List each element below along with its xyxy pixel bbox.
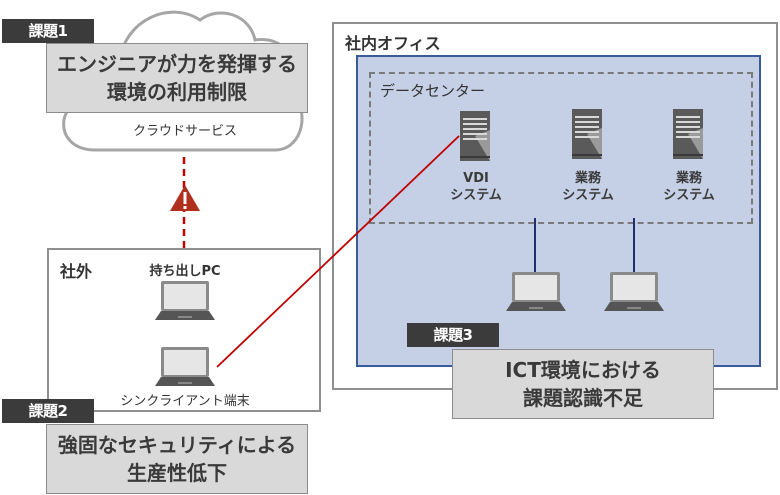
cloud-service-label: クラウドサービス <box>132 124 237 139</box>
server-label-vdi: VDI システム <box>436 170 516 204</box>
issue-3-line-2: 課題認識不足 <box>523 386 643 410</box>
server-icon <box>572 109 602 159</box>
server-label-line-2: システム <box>450 188 502 203</box>
issue-3-box: ICT環境における 課題認識不足 <box>452 349 714 419</box>
portable-pc-label: 持ち出しPC <box>149 264 221 279</box>
issue-2-line-2: 生産性低下 <box>127 461 227 485</box>
external-zone-label: 社外 <box>60 262 93 281</box>
office-lan-area <box>356 55 761 367</box>
server-label-line-1: VDI <box>463 171 489 186</box>
datacenter-label: データセンター <box>380 82 486 100</box>
issue-1-tag: 課題1 <box>2 19 94 43</box>
laptop-icon <box>506 272 566 311</box>
laptop-icon <box>604 272 664 311</box>
issue-1-line-1: エンジニアが力を発揮する <box>57 52 297 76</box>
thin-client-label: シンクライアント端末 <box>120 394 250 409</box>
issue-3-line-1: ICT環境における <box>505 358 661 382</box>
server-label-line-2: システム <box>562 188 614 203</box>
warning-icon <box>170 185 200 211</box>
issue-3-tag: 課題3 <box>407 323 499 347</box>
issue-2-tag: 課題2 <box>2 399 94 423</box>
laptop-icon <box>155 281 215 320</box>
laptop-icon <box>155 347 215 386</box>
server-label-business-1: 業務 システム <box>548 170 628 204</box>
issue-2-line-1: 強固なセキュリティによる <box>57 433 297 457</box>
server-icon <box>460 111 490 161</box>
server-label-line-2: システム <box>663 188 715 203</box>
issue-1-line-2: 環境の利用制限 <box>107 80 247 104</box>
server-icon <box>673 109 703 159</box>
office-zone-label: 社内オフィス <box>345 34 441 53</box>
server-label-business-2: 業務 システム <box>649 170 729 204</box>
datacenter-zone <box>369 72 753 224</box>
server-label-line-1: 業務 <box>675 171 702 186</box>
issue-2-box: 強固なセキュリティによる 生産性低下 <box>46 424 308 494</box>
server-label-line-1: 業務 <box>574 171 601 186</box>
issue-1-box: エンジニアが力を発揮する 環境の利用制限 <box>46 43 308 113</box>
